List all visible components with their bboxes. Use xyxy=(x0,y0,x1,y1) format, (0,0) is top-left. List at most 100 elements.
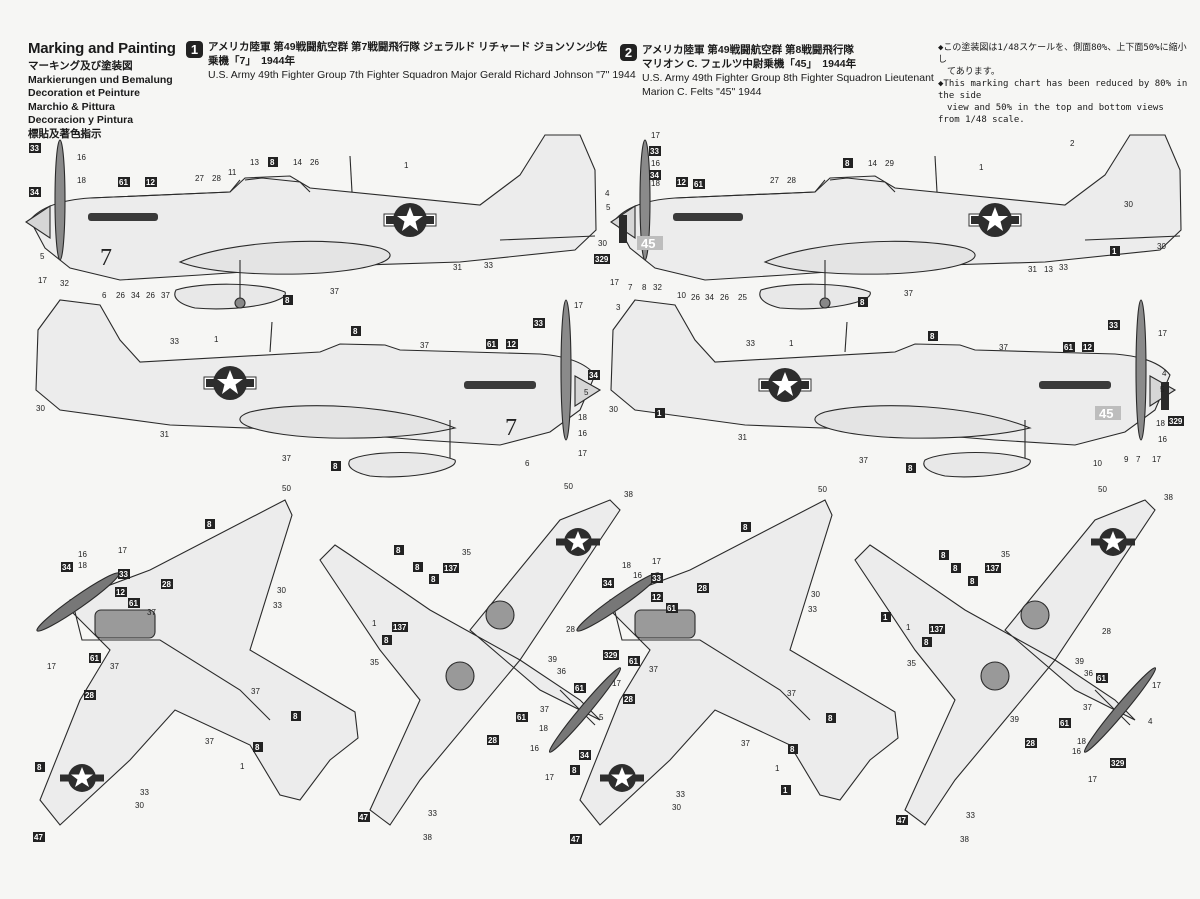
callout: 17 xyxy=(77,131,86,140)
callout: 5 xyxy=(584,388,589,397)
callout: 50 xyxy=(564,482,573,491)
callout: 47 xyxy=(897,816,906,825)
callout: 33 xyxy=(428,809,437,818)
callout: 8 xyxy=(790,745,795,754)
callout: 5 xyxy=(599,713,604,722)
callout: 37 xyxy=(1083,703,1092,712)
callout: 329 xyxy=(1111,759,1125,768)
callout: 26 xyxy=(146,291,155,300)
callout: 18 xyxy=(539,724,548,733)
callout: 34 xyxy=(131,291,140,300)
callout: 37 xyxy=(282,454,291,463)
callout: 29 xyxy=(885,159,894,168)
callout: 28 xyxy=(488,736,497,745)
callout: 17 xyxy=(1088,775,1097,784)
callout: 5 xyxy=(606,203,611,212)
callout: 8 xyxy=(431,575,436,584)
callout: 1 xyxy=(783,786,788,795)
callout: 8 xyxy=(743,523,748,532)
callout: 137 xyxy=(393,623,407,632)
callout: 18 xyxy=(651,179,660,188)
scheme-1-jp-1: アメリカ陸軍 第49戦闘航空群 第7戦闘飛行隊 ジェラルド リチャード ジョンソ… xyxy=(208,41,607,53)
callout: 38 xyxy=(960,835,969,844)
callout: 61 xyxy=(487,340,496,349)
callout: 33 xyxy=(676,790,685,799)
callout: 28 xyxy=(162,580,171,589)
callout: 28 xyxy=(1102,627,1111,636)
callout: 17 xyxy=(1152,681,1161,690)
callout: 1 xyxy=(404,161,409,170)
callout: 33 xyxy=(808,605,817,614)
callout: 47 xyxy=(359,813,368,822)
callout: 47 xyxy=(571,835,580,844)
scheme-1-left-profile: 7 xyxy=(25,134,597,310)
callout: 8 xyxy=(207,520,212,529)
callout: 10 xyxy=(677,291,686,300)
callout: 39 xyxy=(1010,715,1019,724)
callout: 1 xyxy=(214,335,219,344)
callout: 16 xyxy=(1158,435,1167,444)
callout: 38 xyxy=(423,833,432,842)
callout: 1 xyxy=(979,163,984,172)
callout: 61 xyxy=(1097,674,1106,683)
callout: 8 xyxy=(642,283,647,292)
callout: 33 xyxy=(170,337,179,346)
callout: 37 xyxy=(649,665,658,674)
callout: 30 xyxy=(672,803,681,812)
callout: 14 xyxy=(868,159,877,168)
callout: 17 xyxy=(545,773,554,782)
callout: 8 xyxy=(908,464,913,473)
callout: 25 xyxy=(738,293,747,302)
title-de: Markierungen und Bemalung xyxy=(28,73,173,86)
callout: 31 xyxy=(738,433,747,442)
callout: 7 xyxy=(1136,455,1141,464)
callout: 18 xyxy=(1077,737,1086,746)
callout: 8 xyxy=(396,546,401,555)
scheme-2-bottom-view xyxy=(854,499,1160,826)
scheme-1-top-view xyxy=(33,499,359,826)
callout: 8 xyxy=(970,577,975,586)
callout: 37 xyxy=(420,341,429,350)
callouts-scheme-2: 17 33 16 34 18 4 5 12 61 27 28 8 14 29 1… xyxy=(570,131,1184,844)
callout: 37 xyxy=(147,608,156,617)
callout: 17 xyxy=(118,546,127,555)
callout: 34 xyxy=(589,371,598,380)
page-title: Marking and Painting xyxy=(28,40,176,57)
callout: 137 xyxy=(986,564,1000,573)
callout: 18 xyxy=(77,176,86,185)
callout: 1 xyxy=(883,613,888,622)
title-it: Marchio & Pittura xyxy=(28,100,115,113)
note-jp-1: ◆この塗装図は1/48スケールを、側面80%、上下面50%に縮小し xyxy=(938,43,1187,65)
callout: 12 xyxy=(652,593,661,602)
note-jp-2: てあります。 xyxy=(938,67,1000,77)
callout: 61 xyxy=(517,713,526,722)
callout: 16 xyxy=(78,550,87,559)
callout: 8 xyxy=(353,327,358,336)
callout: 30 xyxy=(598,239,607,248)
callout: 27 xyxy=(770,176,779,185)
scheme-1-jp-2: 乗機「7」 1944年 xyxy=(208,55,295,67)
callout: 8 xyxy=(285,296,290,305)
callout: 32 xyxy=(653,283,662,292)
callout: 36 xyxy=(1084,669,1093,678)
scheme-1-right-profile: 7 xyxy=(35,299,601,478)
callout: 37 xyxy=(251,687,260,696)
callout: 50 xyxy=(1098,485,1107,494)
title-cn: 標貼及著色指示 xyxy=(28,127,102,140)
callout: 37 xyxy=(330,287,339,296)
callout: 35 xyxy=(370,658,379,667)
callout: 28 xyxy=(698,584,707,593)
callout: 33 xyxy=(30,144,39,153)
scheme-2-en-1: U.S. Army 49th Fighter Group 8th Fighter… xyxy=(642,72,934,84)
callout: 28 xyxy=(624,695,633,704)
note-en-2: view and 50% in the top and bottom views… xyxy=(938,103,1164,125)
callout: 1 xyxy=(775,764,780,773)
scheme-1-badge: 1 xyxy=(186,41,203,58)
callout: 30 xyxy=(609,405,618,414)
callout: 37 xyxy=(110,662,119,671)
scheme-1-caption: アメリカ陸軍 第49戦闘航空群 第7戦闘飛行隊 ジェラルド リチャード ジョンソ… xyxy=(208,40,636,82)
callout: 17 xyxy=(38,276,47,285)
callout: 30 xyxy=(36,404,45,413)
callout: 8 xyxy=(415,563,420,572)
callout: 8 xyxy=(845,159,850,168)
